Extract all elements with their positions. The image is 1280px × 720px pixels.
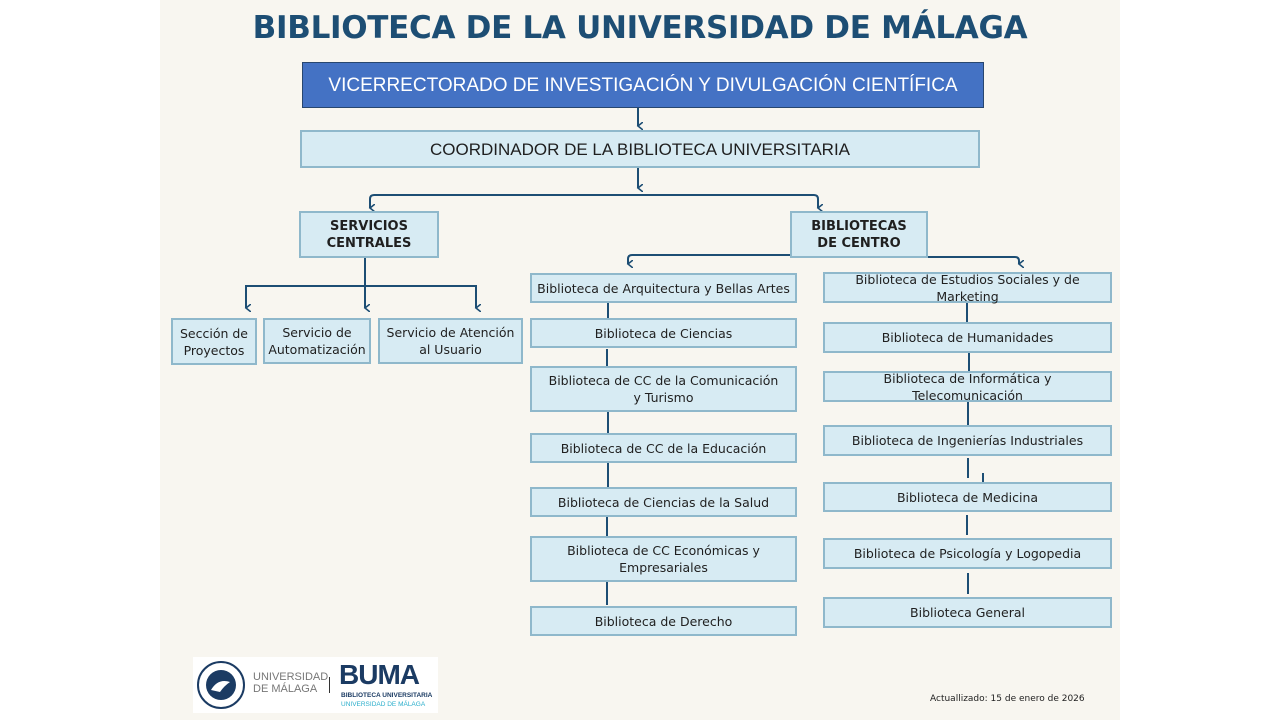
biblioteca-box: Biblioteca de CC de la Comunicación y Tu…: [530, 366, 797, 412]
logo-divider: [329, 677, 330, 693]
biblioteca-label: Biblioteca de Ciencias de la Salud: [557, 494, 770, 510]
biblioteca-label: Biblioteca General: [910, 605, 1025, 620]
biblioteca-box: Biblioteca de Medicina: [823, 482, 1112, 512]
biblioteca-box: Biblioteca General: [823, 597, 1112, 628]
servicios-centrales-box: SERVICIOS CENTRALES: [299, 211, 439, 258]
servicio-box: Servicio de Automatización: [263, 318, 371, 364]
biblioteca-label: Biblioteca de Informática y Telecomunica…: [883, 370, 1052, 403]
vicerrectorado-label: VICERRECTORADO DE INVESTIGACIÓN Y DIVULG…: [328, 74, 958, 96]
bibliotecas-centro-label: BIBLIOTECAS DE CENTRO: [811, 218, 907, 251]
biblioteca-box: Biblioteca de Informática y Telecomunica…: [823, 370, 1112, 403]
uma-seal-icon: [197, 661, 245, 709]
biblioteca-box: Biblioteca de Estudios Sociales y de Mar…: [823, 271, 1112, 304]
biblioteca-label: Biblioteca de CC de la Comunicación y Tu…: [548, 373, 779, 405]
bibliotecas-centro-box: BIBLIOTECAS DE CENTRO: [790, 211, 928, 258]
biblioteca-label: Biblioteca de CC Económicas y Empresaria…: [567, 543, 760, 575]
servicio-label: Sección de Proyectos: [179, 325, 248, 358]
biblioteca-label: Biblioteca de CC de la Educación: [560, 440, 767, 456]
vicerrectorado-box: VICERRECTORADO DE INVESTIGACIÓN Y DIVULG…: [302, 62, 984, 108]
biblioteca-label: Biblioteca de Estudios Sociales y de Mar…: [855, 271, 1080, 304]
buma-sub-2: UNIVERSIDAD DE MÁLAGA: [341, 701, 426, 708]
biblioteca-label: Biblioteca de Ciencias: [594, 325, 733, 341]
coordinador-label: COORDINADOR DE LA BIBLIOTECA UNIVERSITAR…: [429, 139, 851, 159]
page-title: BIBLIOTECA DE LA UNIVERSIDAD DE MÁLAGA: [252, 10, 1028, 46]
servicio-box: Servicio de Atención al Usuario: [378, 318, 523, 364]
biblioteca-label: Biblioteca de Humanidades: [881, 330, 1054, 345]
buma-sub-1: BIBLIOTECA UNIVERSITARIA: [341, 692, 433, 699]
biblioteca-box: Biblioteca de Derecho: [530, 606, 797, 636]
biblioteca-label: Biblioteca de Ingenierías Industriales: [851, 433, 1084, 448]
biblioteca-box: Biblioteca de Ciencias: [530, 318, 797, 348]
uma-logo-text: UNIVERSIDAD DE MÁLAGA: [253, 671, 329, 695]
biblioteca-box: Biblioteca de Ciencias de la Salud: [530, 487, 797, 517]
biblioteca-box: Biblioteca de CC Económicas y Empresaria…: [530, 536, 797, 582]
biblioteca-box: Biblioteca de Arquitectura y Bellas Arte…: [530, 273, 797, 303]
university-logos: UNIVERSIDAD DE MÁLAGA BUMA BIBLIOTECA UN…: [193, 657, 438, 713]
updated-date: Actuallizado: 15 de enero de 2026: [930, 694, 1085, 704]
coordinador-box: COORDINADOR DE LA BIBLIOTECA UNIVERSITAR…: [300, 130, 980, 168]
servicio-label: Servicio de Automatización: [268, 325, 366, 357]
biblioteca-label: Biblioteca de Derecho: [594, 613, 733, 629]
biblioteca-label: Biblioteca de Medicina: [896, 489, 1039, 505]
servicios-centrales-label: SERVICIOS CENTRALES: [326, 218, 412, 251]
buma-logo: BUMA: [339, 659, 420, 690]
biblioteca-label: Biblioteca de Arquitectura y Bellas Arte…: [537, 280, 790, 296]
biblioteca-box: Biblioteca de Humanidades: [823, 322, 1112, 353]
biblioteca-box: Biblioteca de Ingenierías Industriales: [823, 425, 1112, 456]
biblioteca-label: Biblioteca de Psicología y Logopedia: [853, 546, 1082, 561]
biblioteca-box: Biblioteca de CC de la Educación: [530, 433, 797, 463]
servicio-label: Servicio de Atención al Usuario: [386, 325, 515, 357]
servicio-box: Sección de Proyectos: [171, 318, 257, 365]
biblioteca-box: Biblioteca de Psicología y Logopedia: [823, 538, 1112, 569]
